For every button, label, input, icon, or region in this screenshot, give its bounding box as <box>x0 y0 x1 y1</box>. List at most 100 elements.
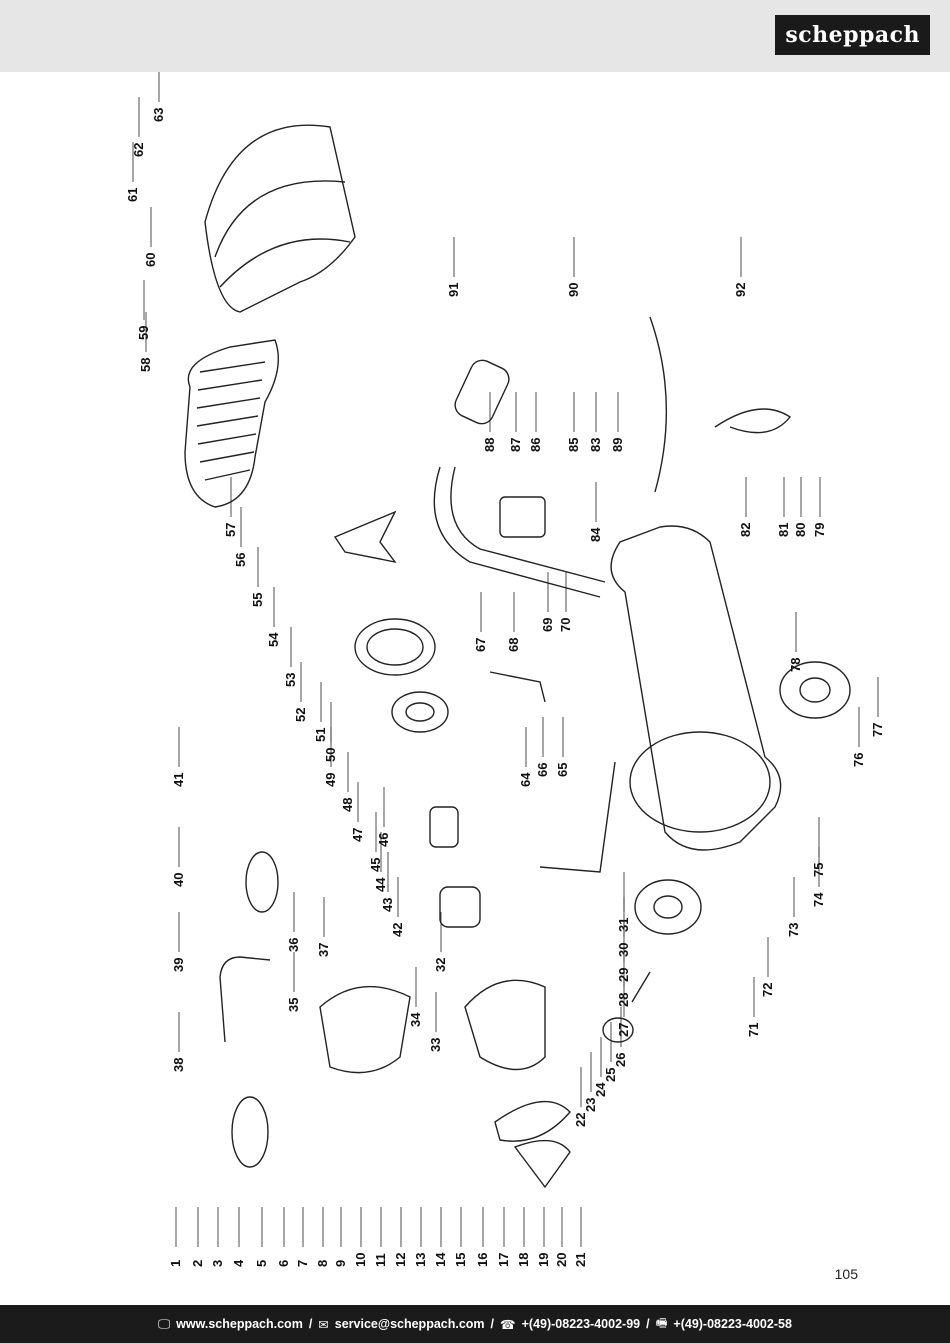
part-label-85: 85 <box>566 438 581 452</box>
part-label-36: 36 <box>286 938 301 952</box>
page-number: 105 <box>834 1266 858 1282</box>
part-label-34: 34 <box>408 1012 423 1027</box>
crank-cover <box>319 985 411 1074</box>
part-label-71: 71 <box>746 1023 761 1037</box>
part-label-81: 81 <box>776 523 791 537</box>
part-label-39: 39 <box>171 958 186 972</box>
part-label-65: 65 <box>555 763 570 777</box>
part-label-69: 69 <box>540 618 555 632</box>
part-label-59: 59 <box>136 326 151 340</box>
part-label-63: 63 <box>151 108 166 122</box>
phone-icon: ☎ <box>500 1317 516 1332</box>
part-label-76: 76 <box>851 753 866 767</box>
part-label-46: 46 <box>376 833 391 847</box>
part-label-47: 47 <box>350 828 365 842</box>
wheel-upper <box>779 661 851 719</box>
part-label-66: 66 <box>535 763 550 777</box>
part-label-24: 24 <box>593 1082 608 1097</box>
part-label-64: 64 <box>518 772 533 787</box>
part-label-72: 72 <box>760 983 775 997</box>
air-tank <box>610 525 782 851</box>
part-label-54: 54 <box>266 632 281 647</box>
part-label-53: 53 <box>283 673 298 687</box>
part-label-48: 48 <box>340 798 355 812</box>
part-label-74: 74 <box>811 892 826 907</box>
part-label-62: 62 <box>131 143 146 157</box>
part-label-12: 12 <box>393 1253 408 1267</box>
footer-separator: / <box>490 1317 495 1331</box>
footer-phone: +(49)-08223-4002-99 <box>521 1317 641 1331</box>
part-label-35: 35 <box>286 998 301 1012</box>
part-label-37: 37 <box>316 943 331 957</box>
footer-website[interactable]: www.scheppach.com <box>176 1317 303 1331</box>
part-label-86: 86 <box>528 438 543 452</box>
part-label-10: 10 <box>353 1253 368 1267</box>
part-label-82: 82 <box>738 523 753 537</box>
part-label-1: 1 <box>168 1260 183 1267</box>
part-label-17: 17 <box>496 1253 511 1267</box>
part-label-15: 15 <box>453 1253 468 1267</box>
part-label-11: 11 <box>373 1253 388 1267</box>
part-label-78: 78 <box>788 658 803 672</box>
wheel-lower <box>634 879 702 935</box>
part-label-33: 33 <box>428 1038 443 1052</box>
fan-ring <box>354 618 436 676</box>
part-label-28: 28 <box>616 993 631 1007</box>
part-label-18: 18 <box>516 1253 531 1267</box>
part-label-27: 27 <box>616 1023 631 1037</box>
part-label-50: 50 <box>323 748 338 762</box>
part-label-31: 31 <box>616 918 631 932</box>
part-label-23: 23 <box>583 1098 598 1112</box>
part-label-2: 2 <box>190 1260 205 1267</box>
page-footer: 🖵 www.scheppach.com / ✉ service@scheppac… <box>0 1305 950 1343</box>
cooling-fan <box>333 510 397 564</box>
motor-shroud <box>204 124 356 313</box>
part-label-61: 61 <box>125 188 140 202</box>
footer-separator: / <box>646 1317 650 1331</box>
part-label-60: 60 <box>143 253 158 267</box>
part-label-45: 45 <box>368 858 383 872</box>
part-label-57: 57 <box>223 523 238 537</box>
part-label-5: 5 <box>254 1260 269 1267</box>
part-label-7: 7 <box>295 1260 310 1267</box>
part-label-9: 9 <box>333 1260 348 1267</box>
part-label-68: 68 <box>506 638 521 652</box>
part-label-75: 75 <box>811 863 826 877</box>
part-label-80: 80 <box>793 523 808 537</box>
part-label-49: 49 <box>323 773 338 787</box>
page-header: scheppach <box>0 0 950 72</box>
part-label-44: 44 <box>373 877 388 892</box>
footer-email[interactable]: service@scheppach.com <box>334 1317 485 1331</box>
part-label-51: 51 <box>313 728 328 742</box>
part-label-41: 41 <box>171 773 186 787</box>
part-label-67: 67 <box>473 638 488 652</box>
part-label-77: 77 <box>870 723 885 737</box>
part-label-90: 90 <box>566 283 581 297</box>
part-label-30: 30 <box>616 943 631 957</box>
part-label-43: 43 <box>380 898 395 912</box>
fan-cover <box>184 339 280 508</box>
part-label-52: 52 <box>293 708 308 722</box>
part-label-55: 55 <box>250 593 265 607</box>
part-label-88: 88 <box>482 438 497 452</box>
part-label-79: 79 <box>812 523 827 537</box>
crankcase <box>464 979 546 1071</box>
part-label-26: 26 <box>613 1053 628 1067</box>
part-label-92: 92 <box>733 283 748 297</box>
mail-icon: ✉ <box>318 1317 329 1332</box>
monitor-icon: 🖵 <box>158 1316 171 1331</box>
part-label-84: 84 <box>588 527 603 542</box>
carry-bracket <box>219 956 271 1043</box>
footer-separator: / <box>308 1317 313 1331</box>
fax-icon: 🖷 <box>655 1315 668 1330</box>
footer-fax: +(49)-08223-4002-58 <box>673 1317 792 1331</box>
part-label-42: 42 <box>390 923 405 937</box>
part-label-25: 25 <box>603 1068 618 1082</box>
part-label-3: 3 <box>210 1260 225 1267</box>
part-label-40: 40 <box>171 873 186 887</box>
part-label-19: 19 <box>536 1253 551 1267</box>
part-label-4: 4 <box>231 1259 246 1267</box>
part-label-87: 87 <box>508 438 523 452</box>
part-label-21: 21 <box>573 1253 588 1267</box>
